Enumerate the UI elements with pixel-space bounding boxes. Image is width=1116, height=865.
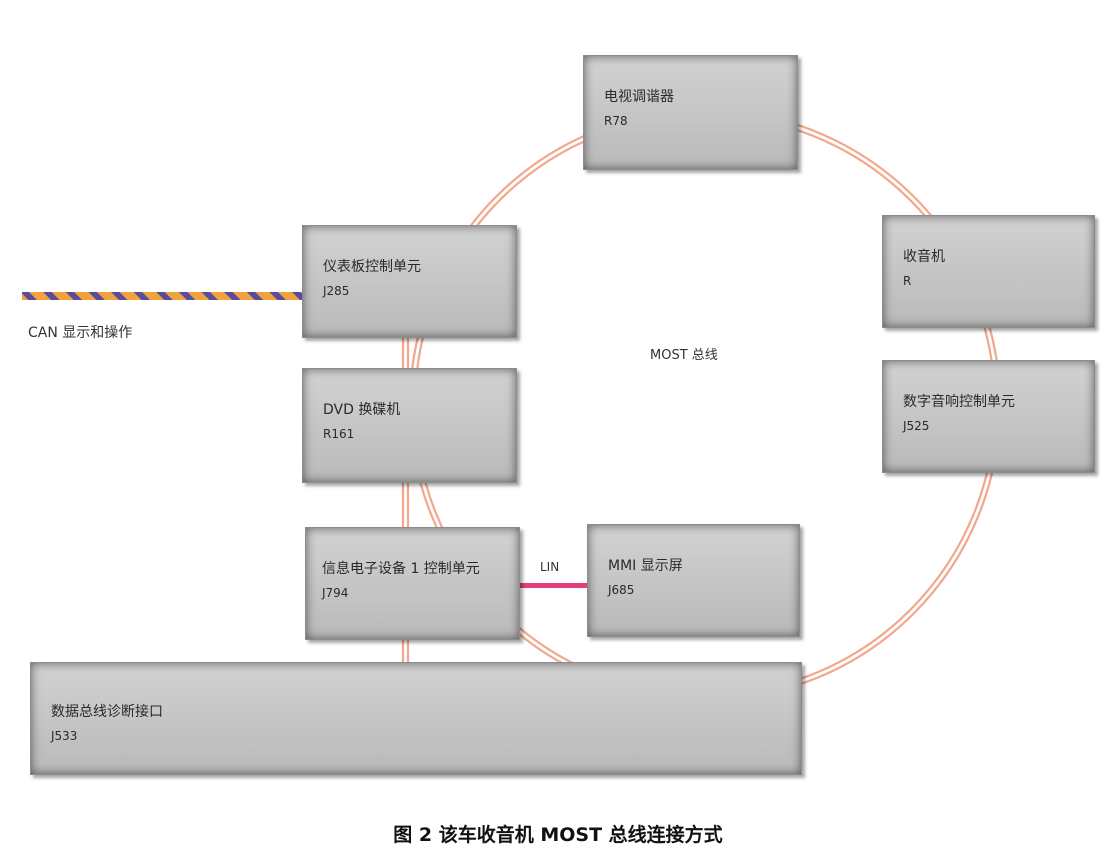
node-name: DVD 换碟机 xyxy=(323,402,401,418)
node-name: 数据总线诊断接口 xyxy=(51,704,163,720)
node-name: MMI 显示屏 xyxy=(608,558,683,574)
node-code: J685 xyxy=(608,583,635,597)
node-code: R xyxy=(903,274,912,288)
node-code: J794 xyxy=(322,586,349,600)
node-infotainment: 信息电子设备 1 控制单元 J794 xyxy=(305,527,520,640)
lin-label: LIN xyxy=(540,560,560,574)
node-dashboard: 仪表板控制单元 J285 xyxy=(302,225,517,338)
figure-caption: 图 2 该车收音机 MOST 总线连接方式 xyxy=(393,824,723,846)
node-tv-tuner: 电视调谐器 R78 xyxy=(583,55,798,170)
node-dvd: DVD 换碟机 R161 xyxy=(302,368,517,483)
node-code: R161 xyxy=(323,427,355,441)
node-name: 仪表板控制单元 xyxy=(323,259,421,275)
lin-line xyxy=(519,583,587,588)
node-dsp: 数字音响控制单元 J525 xyxy=(882,360,1095,473)
can-bus-line xyxy=(22,292,305,300)
node-diagnosis: 数据总线诊断接口 J533 xyxy=(30,662,802,775)
node-code: R78 xyxy=(604,114,628,128)
node-code: J533 xyxy=(51,729,78,743)
node-name: 信息电子设备 1 控制单元 xyxy=(322,561,480,577)
node-mmi: MMI 显示屏 J685 xyxy=(587,524,800,637)
can-label: CAN 显示和操作 xyxy=(28,325,133,341)
node-name: 电视调谐器 xyxy=(604,89,674,105)
node-name: 数字音响控制单元 xyxy=(903,394,1015,410)
most-bus-label: MOST 总线 xyxy=(650,348,718,363)
node-code: J285 xyxy=(323,284,350,298)
node-radio: 收音机 R xyxy=(882,215,1095,328)
node-code: J525 xyxy=(903,419,930,433)
node-name: 收音机 xyxy=(903,249,945,265)
